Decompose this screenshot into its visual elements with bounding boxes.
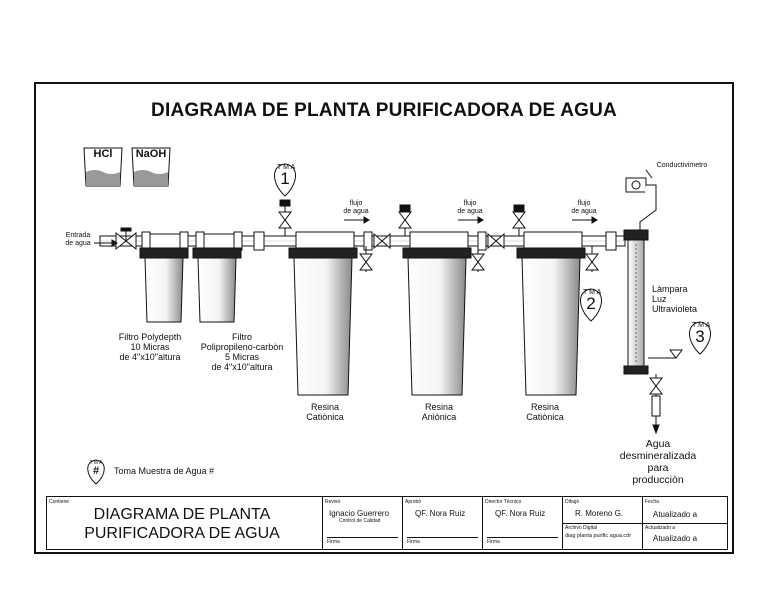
- tb-aprobo-name: QF. Nora Ruiz: [415, 509, 466, 518]
- sample-3-number: 3: [695, 327, 705, 346]
- tb-fecha-value: Atualizado a: [653, 510, 698, 519]
- tb-dibujo-name: R. Moreno G.: [575, 509, 624, 518]
- sample-marker-legend: [87, 459, 105, 485]
- sample-valves-down: [359, 246, 599, 272]
- tma-3: T M A: [692, 322, 711, 329]
- cation-resin-tank-1: [288, 231, 358, 396]
- polydepth-filter: [139, 247, 189, 323]
- hcl-container: [83, 147, 123, 187]
- sample-1-number: 1: [280, 169, 290, 188]
- sample-marker-1: [274, 163, 296, 197]
- tb-contiene-line-2: PURIFICADORA DE AGUA: [84, 525, 280, 542]
- sample-marker-3: [689, 321, 711, 355]
- flow-arrows: [94, 216, 598, 247]
- title-block: Contiene DIAGRAMA DE PLANTA PURIFICADORA…: [46, 496, 728, 550]
- tb-aprobo: Aprobò QF. Nora Ruiz Firma: [403, 497, 483, 549]
- tb-reviso-role: Control de Calidad: [339, 518, 381, 524]
- naoh-label: NaOH: [135, 148, 167, 160]
- pipe-unions: [141, 231, 617, 251]
- inlet-valve: [115, 227, 137, 251]
- tma-2: T M A: [583, 289, 602, 296]
- tb-contiene: Contiene DIAGRAMA DE PLANTA PURIFICADORA…: [47, 497, 323, 549]
- tb-fecha: Fecha Atualizado a Actualizado a Atualiz…: [643, 497, 727, 549]
- tb-reviso: Revisò Ignacio Guerrero Control de Calid…: [323, 497, 403, 549]
- tb-reviso-name: Ignacio Guerrero: [329, 509, 390, 518]
- tma-legend: T M A: [89, 460, 103, 466]
- carbon-filter: [192, 247, 242, 323]
- diagram-title: DIAGRAMA DE PLANTA PURIFICADORA DE AGUA: [151, 100, 617, 121]
- sample-valves-up: [278, 199, 526, 236]
- tb-actualizado-value: Atualizado a: [653, 534, 698, 543]
- sample-marker-2: [580, 288, 602, 322]
- tma-1: T M A: [277, 164, 296, 171]
- conductivity-meter: [625, 169, 657, 230]
- sample-hash: #: [92, 465, 100, 477]
- conductivimetro-label: Conductivimetro: [656, 162, 708, 169]
- sample-legend-label: Toma Muestra de Agua #: [114, 466, 215, 476]
- uv-lamp: [623, 229, 649, 375]
- naoh-container: [131, 147, 171, 187]
- tb-contiene-line-1: DIAGRAMA DE PLANTA: [93, 506, 271, 523]
- tb-director: Director Tècnico QF. Nora Ruiz Firma: [483, 497, 563, 549]
- tb-archivo-name: diag planta purific agua.cdr: [565, 533, 632, 539]
- inline-valves: [373, 232, 505, 250]
- hcl-label: HCl: [93, 148, 113, 160]
- tb-dibujo: Dibujò R. Moreno G. Archivo Digital diag…: [563, 497, 643, 549]
- sample-2-number: 2: [586, 294, 596, 313]
- anion-resin-tank: [402, 231, 472, 396]
- outlet-branch: [648, 349, 683, 435]
- drawing-frame: [34, 82, 734, 554]
- cation-resin-tank-2: [516, 231, 586, 396]
- tb-director-name: QF. Nora Ruiz: [495, 509, 546, 518]
